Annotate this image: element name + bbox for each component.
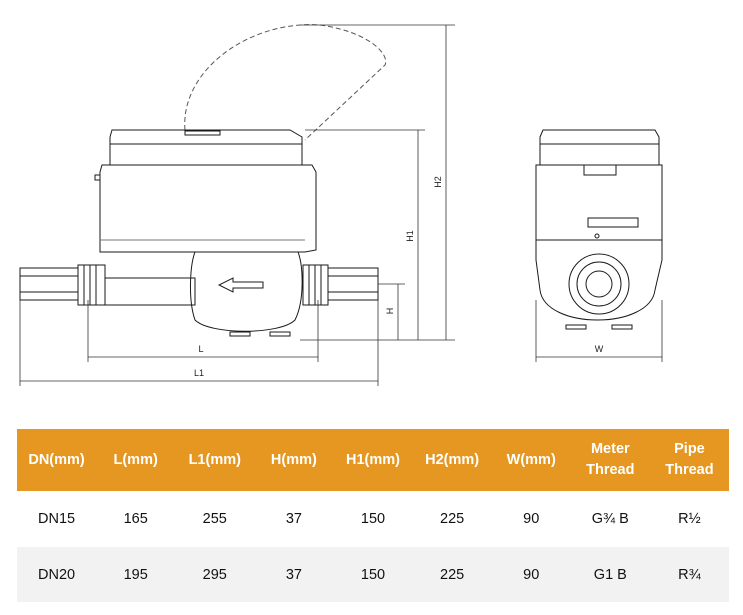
technical-drawing: H2 H1 H L L1 W <box>19 24 663 386</box>
front-view <box>535 129 663 330</box>
column-header: H1(mm) <box>333 429 413 491</box>
table-cell: G¾ B <box>570 491 650 547</box>
dim-label-H: H <box>385 308 395 315</box>
front-lid <box>539 129 660 166</box>
table-cell: 225 <box>412 547 492 602</box>
table-cell: 150 <box>333 491 413 547</box>
inlet-inner <box>585 270 613 298</box>
table-cell: 90 <box>491 491 571 547</box>
table-cell: R¾ <box>649 547 729 602</box>
column-header: DN(mm) <box>17 429 97 491</box>
side-view-dimensions <box>19 24 455 386</box>
table-cell: G1 B <box>570 547 650 602</box>
column-header: L1(mm) <box>175 429 255 491</box>
table-cell: 37 <box>254 491 334 547</box>
table-cell: 150 <box>333 547 413 602</box>
lower-housing <box>189 251 303 332</box>
table-cell: 37 <box>254 547 334 602</box>
table-cell: 195 <box>96 547 176 602</box>
serial-plate <box>587 217 639 228</box>
dim-label-H2: H2 <box>433 176 443 188</box>
dim-label-W: W <box>595 344 604 354</box>
specification-table: DN(mm)L(mm)L1(mm)H(mm)H1(mm)H2(mm)W(mm)M… <box>17 429 729 602</box>
inlet-outer <box>568 253 630 315</box>
column-header: H2(mm) <box>412 429 492 491</box>
table-cell: R½ <box>649 491 729 547</box>
column-header: H(mm) <box>254 429 334 491</box>
table-cell: 90 <box>491 547 571 602</box>
table-header-row: DN(mm)L(mm)L1(mm)H(mm)H1(mm)H2(mm)W(mm)M… <box>17 429 729 491</box>
front-view-dimensions <box>535 300 663 362</box>
table-cell: 165 <box>96 491 176 547</box>
meter-body <box>99 164 317 253</box>
dim-label-H1: H1 <box>405 230 415 242</box>
table-cell: 255 <box>175 491 255 547</box>
front-body <box>535 164 663 321</box>
column-header: L(mm) <box>96 429 176 491</box>
table-cell: DN15 <box>17 491 97 547</box>
left-coupling <box>104 277 196 306</box>
table-cell: 295 <box>175 547 255 602</box>
table-cell: 225 <box>412 491 492 547</box>
dim-label-L: L <box>198 344 203 354</box>
flow-arrow-icon <box>217 277 264 293</box>
dim-label-L1: L1 <box>194 368 204 378</box>
side-view <box>19 24 387 337</box>
table-cell: DN20 <box>17 547 97 602</box>
open-lid-outline <box>184 24 387 141</box>
column-header: W(mm) <box>491 429 571 491</box>
